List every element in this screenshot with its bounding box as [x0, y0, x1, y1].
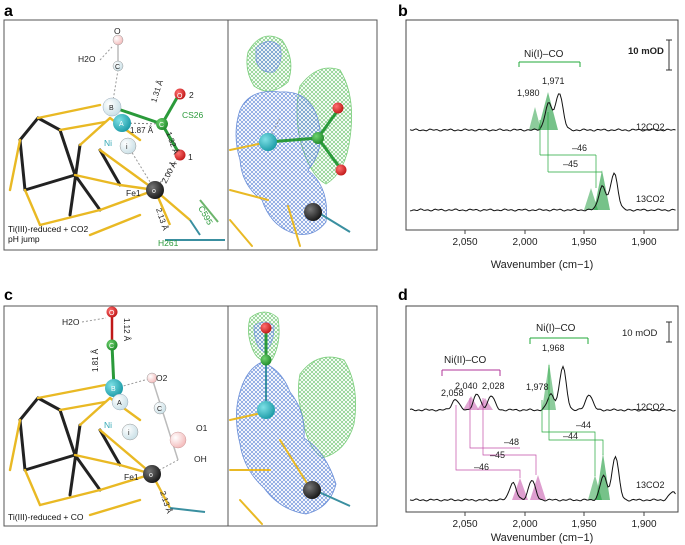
peak-label-d-1978: 1,978 — [526, 382, 549, 392]
species-label-b: Ni(I)–CO — [524, 49, 564, 60]
x-axis-label-d: Wavenumber (cm−1) — [491, 532, 594, 544]
label-a-fe1: Fe1 — [126, 188, 141, 198]
peak-label-d-2028: 2,028 — [482, 381, 505, 391]
label-a-c: C — [115, 64, 120, 71]
panel-letter-b: b — [398, 3, 408, 20]
species-label-d-left: Ni(II)–CO — [444, 355, 486, 366]
x-tick-d-2050: 2,050 — [452, 519, 477, 530]
x-tick-b-1900: 1,900 — [631, 237, 656, 248]
cluster-structure-a — [8, 34, 225, 241]
x-axis-b: 2,050 2,000 1,950 1,900 Wavenumber (cm−1… — [452, 230, 657, 271]
trace-d-12co2 — [409, 365, 676, 412]
peak-fill-d-4 — [530, 475, 546, 500]
label-c-o2: O2 — [156, 373, 168, 383]
label-c-fe1: Fe1 — [124, 472, 139, 482]
trace-label-d-13co2: 13CO2 — [636, 480, 665, 490]
shift-label-d-46: –46 — [474, 462, 489, 472]
label-a-b: B — [109, 105, 114, 112]
peak-label-d-2040: 2,040 — [455, 381, 478, 391]
x-tick-b-2000: 2,000 — [512, 237, 537, 248]
trace-label-b-13co2: 13CO2 — [636, 194, 665, 204]
x-axis-label-b: Wavenumber (cm−1) — [491, 259, 594, 271]
x-tick-d-2000: 2,000 — [512, 519, 537, 530]
label-c-a: A — [117, 400, 122, 407]
panel-d: d Ni(II)–CO Ni(I)–CO 10 mOD — [398, 287, 679, 544]
label-c-c2: C — [157, 406, 162, 413]
trace-label-d-12co2: 12CO2 — [636, 402, 665, 412]
label-c-b: B — [111, 386, 116, 393]
trace-label-b-12co2: 12CO2 — [636, 122, 665, 132]
condition-a-line1: Ti(III)-reduced + CO2 — [8, 224, 88, 234]
label-c-o1: O1 — [196, 423, 208, 433]
label-a-o2: O — [177, 93, 183, 100]
shift-label-b-45: –45 — [563, 159, 578, 169]
label-a-ni: Ni — [104, 138, 112, 148]
panel-letter-d: d — [398, 287, 408, 304]
label-c-h2o: H2O — [62, 317, 80, 327]
panel-letter-a: a — [4, 3, 13, 20]
shift-label-b-46: –46 — [572, 143, 587, 153]
peak-label-d-2058: 2,058 — [441, 388, 464, 398]
peak-label-b-1980: 1,980 — [517, 88, 540, 98]
shift-label-d-44a: –44 — [576, 420, 591, 430]
panel-c: c — [3, 287, 378, 527]
panel-b-frame — [405, 19, 679, 231]
panel-letter-c: c — [4, 287, 13, 304]
label-a-2: 2 — [189, 90, 194, 100]
peak-label-d-1968: 1,968 — [542, 343, 565, 353]
peak-fill-b-2 — [538, 92, 558, 130]
distance-c-2: 1.81 Å — [91, 348, 100, 372]
peak-fill-d-3 — [512, 478, 528, 500]
distance-c-1: 1.12 Å — [122, 318, 131, 342]
scale-label-d: 10 mOD — [622, 328, 658, 339]
label-a-a: A — [119, 121, 124, 128]
label-a-i: i — [126, 144, 128, 151]
panel-a: a — [3, 3, 378, 251]
label-c-oh: OH — [194, 454, 207, 464]
peak-fill-d-1 — [463, 396, 479, 410]
label-a-h2o: H2O — [78, 54, 96, 64]
x-tick-b-1950: 1,950 — [571, 237, 596, 248]
shift-d-links-right — [541, 365, 604, 476]
species-label-d-right: Ni(I)–CO — [536, 323, 576, 334]
label-c-c: C — [109, 343, 114, 350]
label-c-i: i — [128, 430, 130, 437]
trace-b-12co2 — [409, 93, 676, 132]
peak-fill-b-1 — [529, 107, 541, 130]
label-a-o: O — [114, 26, 121, 36]
cluster-structure-c — [8, 306, 206, 517]
x-tick-d-1950: 1,950 — [571, 519, 596, 530]
label-c-o3: o — [149, 472, 153, 479]
scale-label-b: 10 mOD — [628, 46, 664, 57]
peak-fill-d-2 — [477, 398, 493, 410]
shift-d-links-left — [455, 398, 537, 478]
x-tick-b-2050: 2,050 — [452, 237, 477, 248]
shift-label-d-45: –45 — [490, 450, 505, 460]
label-c-ni: Ni — [104, 420, 112, 430]
trace-b-13co2 — [409, 172, 676, 212]
label-a-cs26: CS26 — [182, 110, 204, 120]
label-a-h261: H261 — [158, 238, 179, 248]
panel-d-frame — [405, 305, 679, 513]
x-tick-d-1900: 1,900 — [631, 519, 656, 530]
peak-fill-b-3 — [584, 188, 598, 210]
x-axis-d: 2,050 2,000 1,950 1,900 Wavenumber (cm−1… — [452, 512, 657, 544]
condition-c-line1: Ti(III)-reduced + CO — [8, 512, 84, 522]
label-c-o: O — [109, 310, 115, 317]
label-a-1: 1 — [188, 152, 193, 162]
condition-a-line2: pH jump — [8, 234, 40, 244]
density-map-c — [229, 311, 356, 525]
shift-label-d-44b: –44 — [563, 431, 578, 441]
density-map-a — [229, 35, 352, 247]
label-a-c2: C — [159, 122, 164, 129]
shift-label-d-48: –48 — [504, 437, 519, 447]
peak-label-b-1971: 1,971 — [542, 76, 565, 86]
distance-a-2: 1.87 Å — [130, 126, 154, 135]
trace-d-13co2 — [409, 455, 676, 502]
panel-b: b Ni(I)–CO 10 mOD 1,980 1,971 –46 –45 12… — [398, 3, 679, 271]
label-a-o3: o — [152, 188, 156, 195]
